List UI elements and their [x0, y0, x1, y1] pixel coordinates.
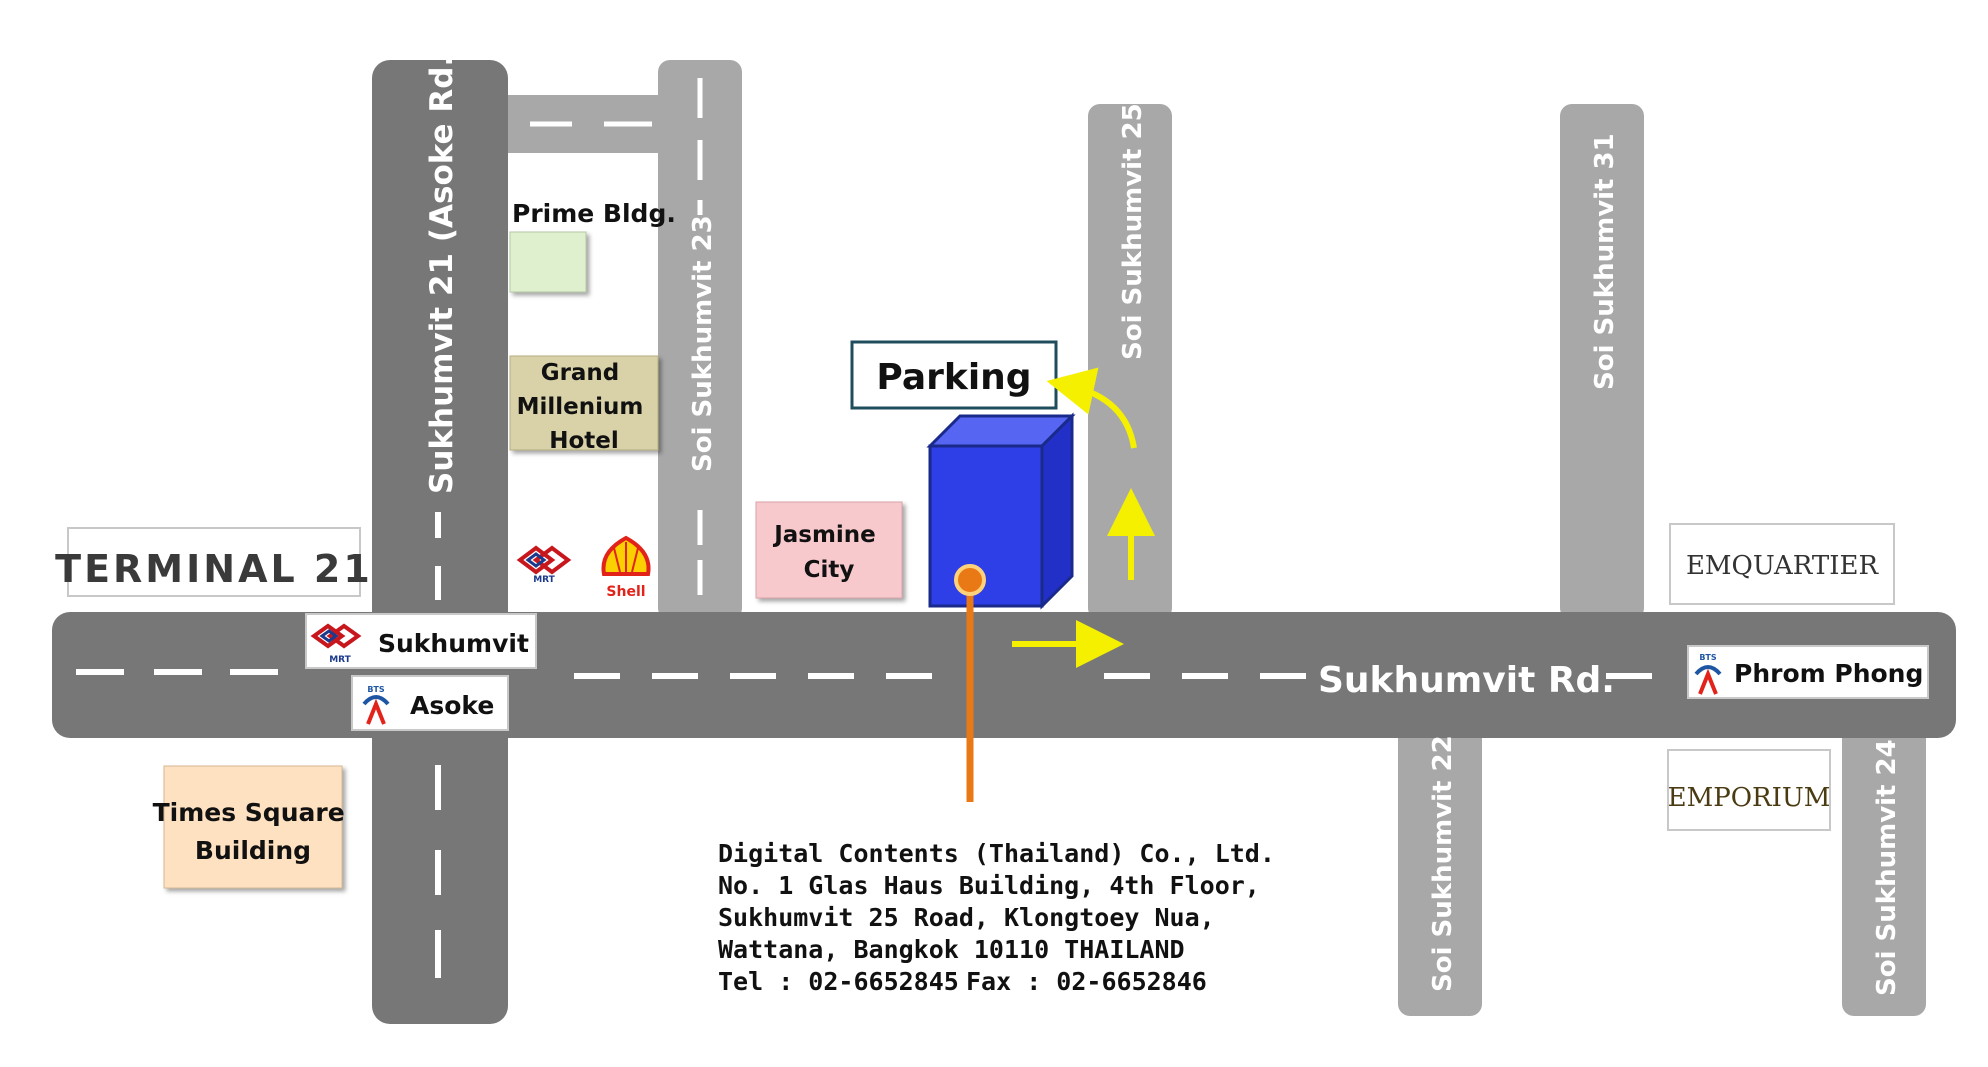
- mrt-logo-icon: MRT: [516, 545, 572, 585]
- address-line-2: No. 1 Glas Haus Building, 4th Floor,: [718, 871, 1260, 900]
- parking-box: [850, 340, 1058, 410]
- emporium-logo: EMPORIUM: [1668, 783, 1831, 813]
- road-soi-24: [1842, 700, 1926, 1016]
- label-soi-24: Soi Sukhumvit 24: [1872, 739, 1902, 996]
- location-pin-icon: [954, 564, 986, 802]
- lane-dashes-light: [530, 78, 703, 595]
- label-soi-23: Soi Sukhumvit 23: [688, 215, 718, 472]
- label-sukhumvit-rd: Sukhumvit Rd.: [1318, 660, 1615, 701]
- road-soi-31: [1560, 104, 1644, 620]
- emquartier-logo: EMQUARTIER: [1686, 551, 1880, 581]
- label-soi-22: Soi Sukhumvit 22: [1428, 735, 1458, 992]
- svg-text:MRT: MRT: [533, 575, 555, 585]
- station-mrt-sukhumvit: MRT Sukhumvit: [305, 613, 537, 669]
- address-fax: Fax : 02-6652846: [966, 967, 1207, 996]
- road-soi-23: [658, 60, 742, 620]
- emporium-logo-box: [1667, 749, 1831, 831]
- address-line-4: Wattana, Bangkok 10110 THAILAND: [718, 935, 1185, 964]
- jasmine-city-label: Jasmine City: [772, 522, 884, 583]
- address-line-1: Digital Contents (Thailand) Co., Ltd.: [718, 839, 1275, 868]
- station-name-phromphong: Phrom Phong: [1734, 659, 1923, 688]
- bts-logo-icon: BTS: [358, 682, 394, 725]
- terminal21-logo-box: [67, 527, 361, 597]
- jasmine-city-box: [755, 501, 903, 599]
- times-square-label: Times Square Building: [153, 798, 354, 865]
- prime-bldg-box: [509, 231, 587, 293]
- arrow-turn-left-icon: [1046, 367, 1137, 449]
- bts-logo-icon: BTS: [1690, 650, 1726, 695]
- mrt-logo-small: MRT: [329, 655, 351, 665]
- grand-millenium-box: [509, 355, 659, 451]
- road-asoke: [372, 60, 508, 1024]
- grand-millenium-label: Grand Millenium Hotel: [517, 360, 652, 454]
- label-soi-25: Soi Sukhumvit 25: [1118, 103, 1148, 360]
- road-soi-22: [1398, 700, 1482, 1016]
- address-tel: Tel : 02-6652845: [718, 967, 959, 996]
- station-name-sukhumvit: Sukhumvit: [378, 629, 529, 658]
- times-square-box: [163, 765, 343, 889]
- svg-text:BTS: BTS: [1699, 653, 1717, 662]
- svg-text:BTS: BTS: [367, 685, 385, 694]
- route-arrows: [1012, 367, 1155, 668]
- prime-bldg-label: Prime Bldg.: [512, 199, 676, 228]
- emquartier-logo-box: [1669, 523, 1895, 605]
- address-block: Digital Contents (Thailand) Co., Ltd. No…: [718, 839, 1275, 996]
- lane-dashes-main: [76, 512, 1652, 978]
- label-soi-31: Soi Sukhumvit 31: [1590, 133, 1620, 390]
- parking-label: Parking: [876, 357, 1031, 398]
- station-name-asoke: Asoke: [410, 691, 494, 720]
- station-bts-asoke: BTS Asoke: [351, 675, 509, 731]
- terminal21-logo: TERMINAL 21: [55, 547, 373, 591]
- glas-haus-building: [926, 412, 1076, 610]
- shell-logo-icon: Shell: [601, 535, 651, 600]
- label-asoke-rd: Sukhumvit 21 (Asoke Rd.): [424, 41, 460, 494]
- station-bts-phromphong: BTS Phrom Phong: [1687, 645, 1929, 699]
- address-line-3: Sukhumvit 25 Road, Klongtoey Nua,: [718, 903, 1215, 932]
- svg-text:Shell: Shell: [606, 584, 645, 600]
